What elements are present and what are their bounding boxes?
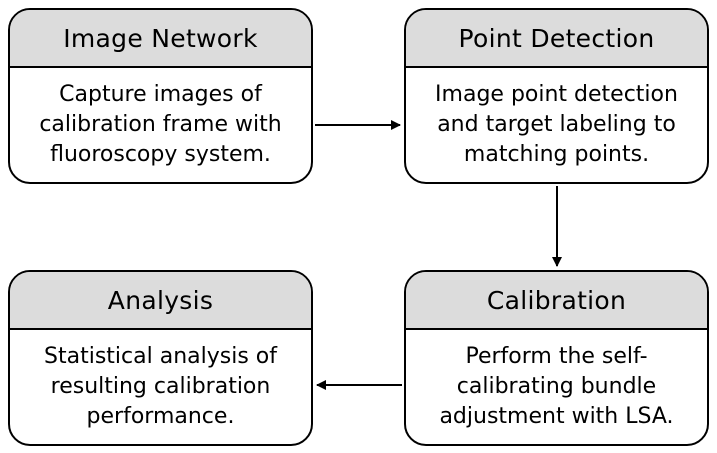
node-calibration: Calibration Perform the self- calibratin… [404,270,709,446]
node-image-network-text: Capture images of calibration frame with… [39,82,282,167]
node-point-detection-text: Image point detection and target labelin… [435,82,678,167]
node-calibration-text: Perform the self- calibrating bundle adj… [439,344,674,429]
node-analysis: Analysis Statistical analysis of resulti… [8,270,313,446]
node-point-detection: Point Detection Image point detection an… [404,8,709,184]
node-calibration-title: Calibration [406,272,707,330]
node-analysis-text: Statistical analysis of resulting calibr… [44,344,277,429]
node-analysis-title: Analysis [10,272,311,330]
node-image-network-title: Image Network [10,10,311,68]
node-image-network: Image Network Capture images of calibrat… [8,8,313,184]
node-point-detection-title: Point Detection [406,10,707,68]
